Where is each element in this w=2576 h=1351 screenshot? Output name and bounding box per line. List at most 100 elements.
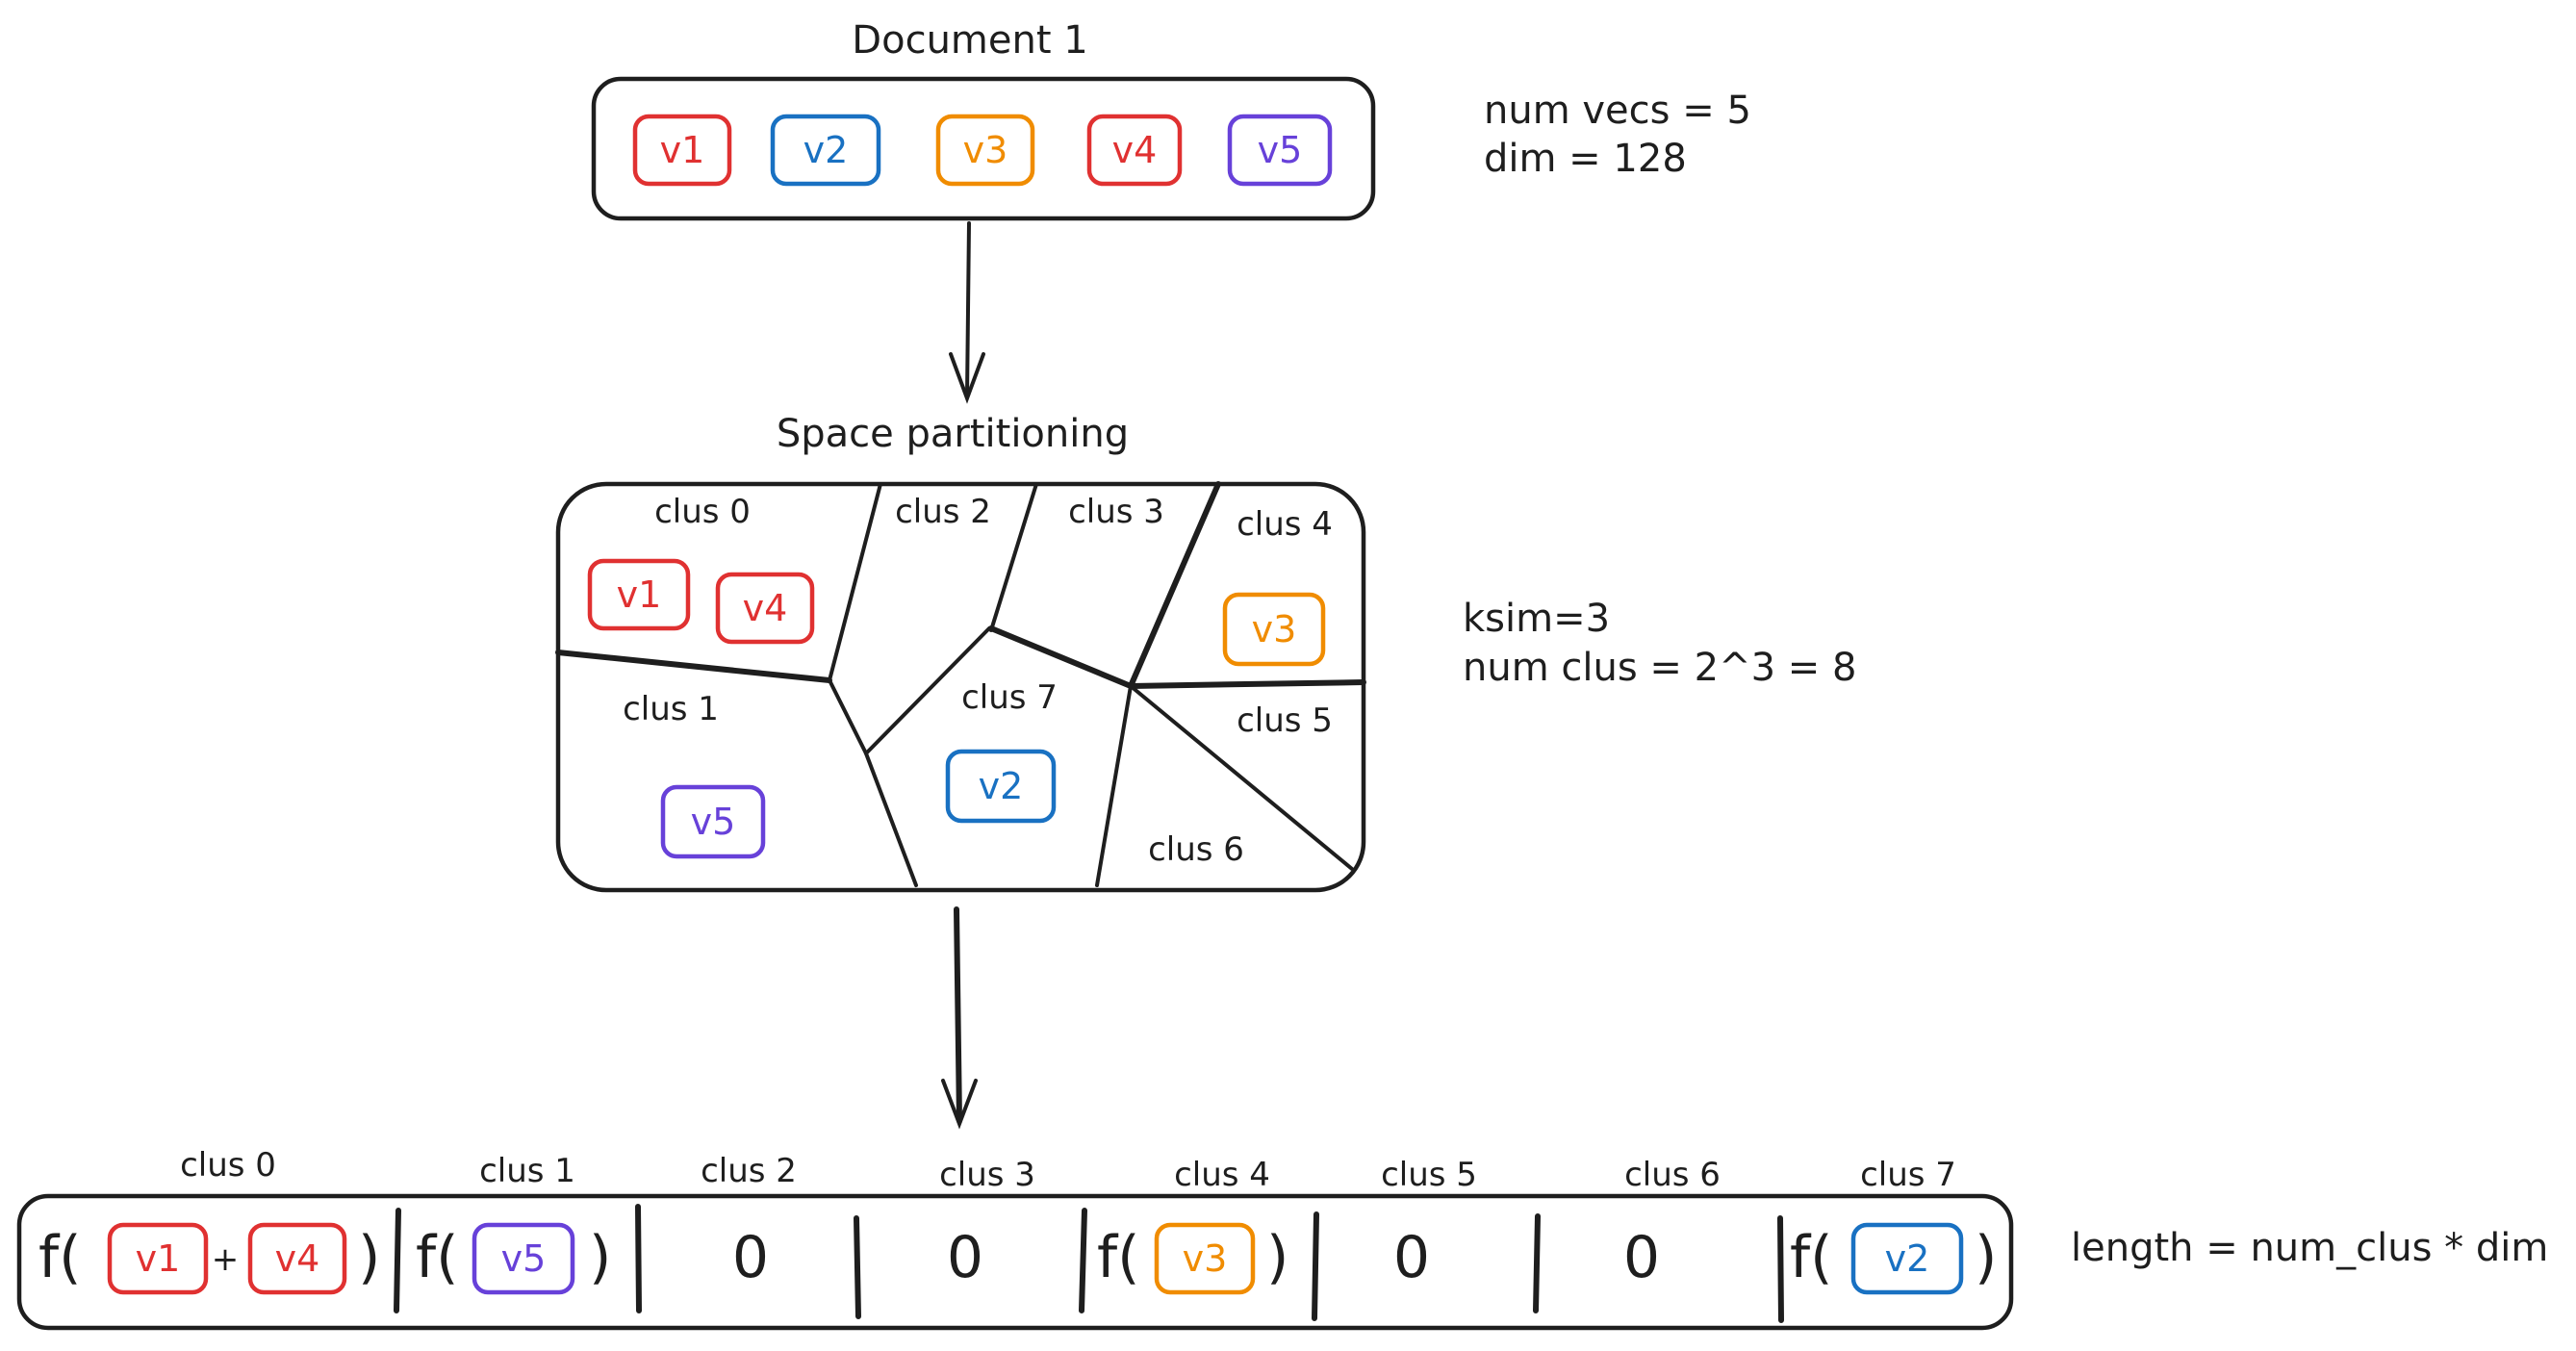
- cluster-label-5: clus 5: [1237, 701, 1333, 740]
- cluster-label-1: clus 1: [623, 690, 719, 728]
- arrow-head: [949, 352, 985, 404]
- note-num-clus: num clus = 2^3 = 8: [1463, 646, 1856, 690]
- vector-chip-v2: [1850, 1222, 1964, 1295]
- vector-chip-v3: [1154, 1222, 1256, 1295]
- close-paren: ): [1266, 1224, 1288, 1291]
- document-vector-v1: v1: [632, 114, 732, 187]
- cluster-label-7: clus 7: [961, 678, 1058, 717]
- close-paren: ): [358, 1224, 380, 1291]
- divider-3-4: [1079, 1208, 1087, 1313]
- vector-chip-v1: [632, 114, 732, 187]
- arrow-head: [941, 1079, 978, 1130]
- vector-label-v2: v2: [979, 765, 1024, 807]
- vector-chip-v1: [107, 1222, 209, 1295]
- partition-vector-v4: v4: [715, 572, 815, 645]
- output-label-0: clus 0: [180, 1146, 276, 1185]
- arrow-shaft: [965, 221, 971, 398]
- cluster-label-0: clus 0: [654, 493, 751, 531]
- note-ksim: ksim=3: [1463, 597, 1610, 641]
- divider-1-2: [635, 1204, 642, 1313]
- vector-label-v4: v4: [743, 587, 788, 629]
- plus-sign: +: [212, 1240, 240, 1279]
- vector-chip-v1: [587, 558, 691, 631]
- boundary-c1-c7: [864, 752, 918, 887]
- output-slot-4: f( v3 ): [1097, 1222, 1288, 1295]
- partition-vector-v1: v1: [587, 558, 691, 631]
- partition-boundaries: [555, 481, 1366, 887]
- partition-vector-v5: v5: [660, 784, 766, 859]
- boundary-c2-c3: [989, 482, 1038, 632]
- boundary-c3-c4: [1128, 481, 1221, 689]
- output-label-1: clus 1: [479, 1152, 575, 1190]
- document-vector-v4: v4: [1086, 114, 1183, 187]
- output-slot-6-zero: 0: [1623, 1224, 1660, 1291]
- vector-chip-v5: [472, 1222, 575, 1295]
- vector-chip-v4: [715, 572, 815, 645]
- partition-vector-v3: v3: [1222, 592, 1326, 667]
- vector-label-v2: v2: [1885, 1237, 1930, 1280]
- vector-chip-v5: [1227, 114, 1333, 187]
- note-dim: dim = 128: [1484, 137, 1687, 181]
- vector-chip-v3: [1222, 592, 1326, 667]
- partition-title: Space partitioning: [777, 412, 1129, 456]
- boundary-c7-c6: [1095, 684, 1133, 887]
- divider-5-6: [1533, 1213, 1541, 1313]
- vector-label-v1: v1: [136, 1237, 181, 1280]
- arrow-document-to-partition: [949, 221, 985, 404]
- arrow-partition-to-output: [941, 906, 978, 1130]
- divider-6-7: [1777, 1215, 1784, 1323]
- output-label-3: clus 3: [939, 1156, 1035, 1194]
- boundary-c2-c7b: [864, 626, 991, 755]
- vector-label-v5: v5: [691, 801, 736, 843]
- output-label-7: clus 7: [1860, 1156, 1956, 1194]
- vector-chip-v2: [945, 749, 1057, 824]
- document-vector-v2: v2: [770, 114, 881, 187]
- boundary-c3-c7: [988, 625, 1134, 689]
- vector-label-v4: v4: [275, 1237, 320, 1280]
- document-vector-v3: v3: [935, 114, 1035, 187]
- note-num-vecs: num vecs = 5: [1484, 89, 1751, 133]
- boundary-c4-c5: [1128, 679, 1366, 689]
- function-f: f(: [416, 1224, 459, 1291]
- boundary-c5-c6: [1129, 684, 1354, 871]
- boundary-c0-c1: [555, 650, 832, 683]
- cluster-label-2: clus 2: [895, 493, 991, 531]
- divider-4-5: [1312, 1211, 1319, 1321]
- function-f: f(: [38, 1224, 82, 1291]
- function-f: f(: [1097, 1224, 1140, 1291]
- close-paren: ): [1975, 1224, 1997, 1291]
- divider-2-3: [854, 1215, 861, 1319]
- vector-chip-v5: [660, 784, 766, 859]
- vector-chip-v4: [247, 1222, 347, 1295]
- cluster-label-6: clus 6: [1148, 830, 1244, 869]
- vector-label-v5: v5: [501, 1237, 547, 1280]
- cluster-label-4: clus 4: [1237, 505, 1333, 544]
- vector-label-v3: v3: [963, 129, 1008, 171]
- note-length: length = num_clus * dim: [2071, 1226, 2548, 1270]
- vector-chip-v3: [935, 114, 1035, 187]
- boundary-c2-c7a: [828, 678, 868, 755]
- function-f: f(: [1790, 1224, 1833, 1291]
- vector-label-v3: v3: [1252, 608, 1297, 650]
- vector-label-v5: v5: [1258, 129, 1303, 171]
- output-slot-5-zero: 0: [1393, 1224, 1430, 1291]
- vector-label-v2: v2: [803, 129, 849, 171]
- output-label-2: clus 2: [701, 1152, 797, 1190]
- document-title: Document 1: [852, 18, 1087, 63]
- output-label-6: clus 6: [1624, 1156, 1721, 1194]
- output-slot-1: f( v5 ): [416, 1222, 611, 1295]
- output-slot-2-zero: 0: [732, 1224, 769, 1291]
- document-vector-v5: v5: [1227, 114, 1333, 187]
- vector-label-v1: v1: [617, 574, 662, 616]
- partition-vector-v2: v2: [945, 749, 1057, 824]
- vector-chip-v4: [1086, 114, 1183, 187]
- output-slot-0: f( v1 + v4 ): [38, 1222, 380, 1295]
- divider-0-1: [394, 1208, 401, 1313]
- arrow-shaft: [954, 906, 962, 1124]
- output-labels: clus 0 clus 1 clus 2 clus 3 clus 4 clus …: [180, 1146, 1956, 1194]
- vector-label-v3: v3: [1183, 1237, 1228, 1280]
- output-dividers: [394, 1204, 1784, 1323]
- output-slot-7: f( v2 ): [1790, 1222, 1997, 1295]
- output-label-5: clus 5: [1381, 1156, 1477, 1194]
